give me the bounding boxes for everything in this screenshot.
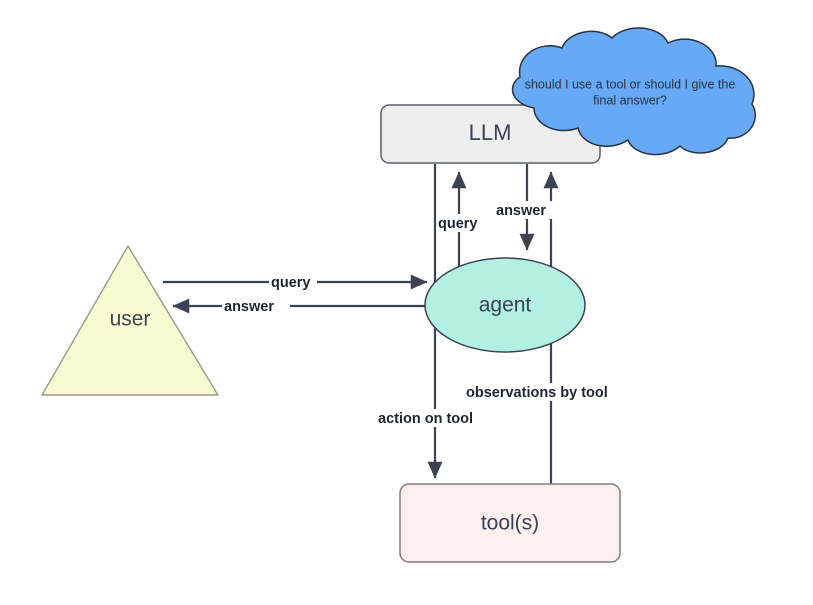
- edge-label-agent-to-tools: action on tool: [377, 409, 501, 427]
- edge-label-query-up: query: [438, 216, 478, 232]
- edge-label-llm-to-agent-answer: answer: [494, 201, 562, 219]
- thought-cloud-line1: should I use a tool or should I give the: [525, 77, 736, 91]
- thought-cloud-line2: final answer?: [593, 93, 667, 107]
- node-agent-label: agent: [479, 294, 532, 317]
- edge-label-agent-to-llm-query: query: [437, 214, 487, 232]
- edge-label-query-right: query: [271, 275, 311, 291]
- node-user[interactable]: user: [41, 245, 219, 396]
- node-thought-cloud[interactable]: should I use a tool or should I give the…: [511, 27, 757, 156]
- node-agent[interactable]: agent: [424, 257, 586, 353]
- edge-label-observations-by-tool: observations by tool: [466, 385, 608, 401]
- node-user-label: user: [110, 308, 151, 331]
- node-tools[interactable]: tool(s): [399, 483, 621, 563]
- edge-label-user-to-agent: query: [269, 273, 317, 291]
- edge-label-answer-down: answer: [496, 203, 546, 219]
- edge-label-agent-to-user: answer: [222, 297, 290, 315]
- node-llm-label: LLM: [469, 120, 512, 145]
- edge-label-tools-to-llm: observations by tool: [464, 383, 644, 401]
- edge-label-answer-left: answer: [224, 299, 274, 315]
- node-tools-label: tool(s): [481, 512, 539, 535]
- edge-label-action-on-tool: action on tool: [378, 411, 473, 427]
